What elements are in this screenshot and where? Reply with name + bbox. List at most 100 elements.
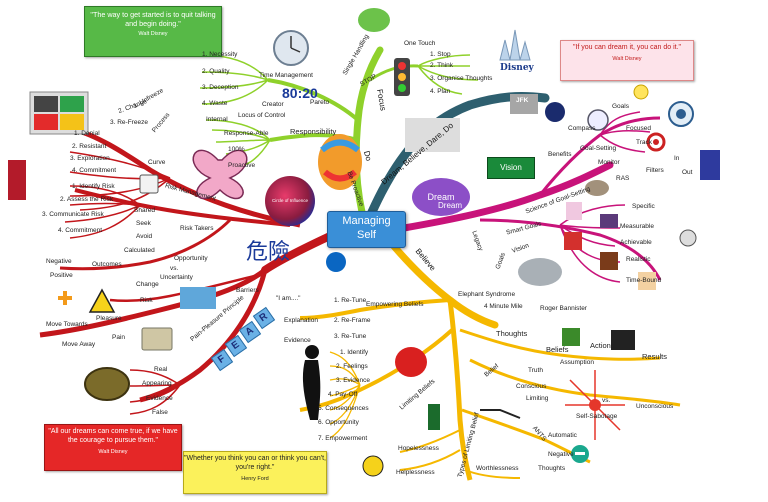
label-actions: Actions: [590, 341, 615, 350]
rt-item-calculated: Calculated: [124, 247, 155, 254]
branch-magenta-smart-items: [559, 204, 626, 283]
label-roger: Roger Bannister: [540, 305, 587, 312]
label-evidence: Evidence: [146, 395, 173, 402]
warning-icon: [88, 288, 116, 313]
s-icon: [566, 202, 582, 220]
butterfly-icon: [192, 149, 248, 200]
branch-green-stop: [369, 64, 419, 82]
label-jfk: JFK: [516, 97, 529, 104]
branch-magenta-compass: [599, 111, 651, 153]
label-assumption: Assumption: [560, 359, 594, 366]
label-worthlessness: Worthlessness: [476, 465, 519, 472]
emp-item-3: 3. Re-Tune: [334, 333, 367, 340]
label-curve: Curve: [148, 159, 166, 166]
resp-item-locus: Locus of Control: [238, 112, 286, 119]
branch-red-main: [261, 232, 334, 274]
central-topic: Managing Self: [327, 211, 406, 248]
label-benefits: Benefits: [548, 151, 572, 158]
label-pain: Pain: [112, 334, 126, 341]
label-time-management: Time Management: [259, 72, 313, 79]
risk-item-1: 1. Identify Risk: [72, 183, 115, 190]
branch-yellow-right: [459, 328, 661, 361]
label-compass: Compass: [568, 125, 596, 132]
label-pareto: Pareto: [310, 99, 330, 106]
label-self-sabotage: Self-Sabotage: [576, 413, 618, 420]
quote-get-started: "The way to get started is to quit talki…: [84, 6, 222, 57]
branch-yellow-down: [447, 299, 473, 481]
frog-icon: [358, 8, 390, 32]
thinker-icon: [302, 360, 321, 420]
tortoise-icon: [84, 367, 130, 401]
branch-yellow-emp: [299, 298, 451, 320]
dice-icon: [139, 174, 159, 194]
stop-item-2: 2. Think: [430, 62, 454, 69]
emoticon-icon: [362, 455, 384, 477]
central-topic-line1: Managing: [342, 215, 391, 227]
tree-icon: [562, 328, 580, 346]
branch-green-timemgmt: [267, 78, 360, 122]
label-one-touch: One Touch: [404, 40, 436, 47]
danger-kanji: 危險: [246, 240, 291, 265]
branch-red-fear-items: [129, 369, 181, 415]
tm-item-4: 4. Waste: [202, 100, 228, 107]
brain-icon: [585, 180, 609, 196]
label-explanation: Explanation: [284, 317, 318, 324]
label-80-20: 80:20: [282, 85, 318, 101]
label-responsibility: Responsibility: [290, 127, 337, 136]
label-conscious: Conscious: [516, 383, 547, 390]
quote-dream-it-text: "If you can dream it, you can do it.": [572, 44, 682, 51]
blocks-icon: [8, 160, 26, 200]
branch-yellow-lim: [299, 328, 454, 412]
castle-icon: [499, 29, 531, 61]
branch-green-resp-items: [205, 119, 271, 169]
central-topic-line2: Self: [357, 229, 376, 241]
label-thoughts: Thoughts: [496, 329, 528, 338]
rt-item-seek: Seek: [136, 220, 151, 227]
branch-yellow-main: [388, 240, 499, 329]
curve-item-1: 1. Denial: [74, 130, 100, 137]
label-automatic: Automatic: [548, 432, 577, 439]
tm-item-1: 1. Necessity: [202, 51, 238, 58]
label-helplessness: Helplessness: [396, 469, 435, 476]
label-uncertainty: Uncertainty: [160, 274, 193, 281]
label-results: Results: [642, 352, 668, 361]
dreamcatcher-icon: [679, 229, 697, 247]
a-icon: [564, 232, 582, 250]
label-monitor: Monitor: [598, 159, 620, 166]
dream-cloud-label: Dream: [427, 192, 455, 202]
label-barriers: Barriers: [236, 287, 259, 294]
quote-dreams-come-true-text: "All our dreams can come true, if we hav…: [48, 428, 178, 444]
curve-item-3: 3. Exploration: [70, 155, 110, 162]
lim-item-5: 5. Consequences: [318, 405, 369, 412]
t-icon: [638, 272, 656, 290]
lim-item-1: 1. Identify: [340, 349, 369, 356]
label-opportunity: Opportunity: [174, 255, 208, 262]
lim-item-3: 3. Evidence: [336, 377, 370, 384]
lim-item-7: 7. Empowerment: [318, 435, 368, 442]
label-unconscious: Unconscious: [636, 403, 674, 410]
tm-item-2: 2. Quality: [202, 68, 230, 75]
smart-item-achievable: Achievable: [620, 239, 652, 246]
risk-item-3: 3. Communicate Risk: [42, 211, 104, 218]
quote-think-you-can-author: Henry Ford: [241, 475, 269, 482]
label-limiting-2: Limiting: [526, 395, 549, 402]
branch-yellow-types: [399, 429, 521, 479]
quote-get-started-text: "The way to get started is to quit talki…: [90, 10, 216, 28]
resp-item-response-able: Response-Able: [224, 130, 269, 137]
label-vs: vs.: [170, 265, 179, 272]
emp-item-2: 2. Re-Frame: [334, 317, 371, 324]
label-outcomes: Outcomes: [92, 261, 122, 268]
branch-label-do: Do: [361, 149, 374, 162]
risk-item-4: 4. Commitment: [58, 227, 103, 234]
label-in: In: [674, 155, 680, 162]
label-positive: Positive: [50, 272, 73, 279]
label-i-am: "I am....": [276, 295, 301, 302]
movie-icon: [611, 330, 635, 350]
branch-red-curve: [69, 151, 171, 211]
label-risk-takers: Risk Takers: [180, 225, 214, 232]
branch-red-riskitems: [64, 185, 141, 239]
quote-dreams-come-true: "All our dreams can come true, if we hav…: [44, 424, 182, 471]
label-risk: Risk: [140, 297, 153, 304]
quote-get-started-author: Walt Disney: [138, 31, 168, 37]
